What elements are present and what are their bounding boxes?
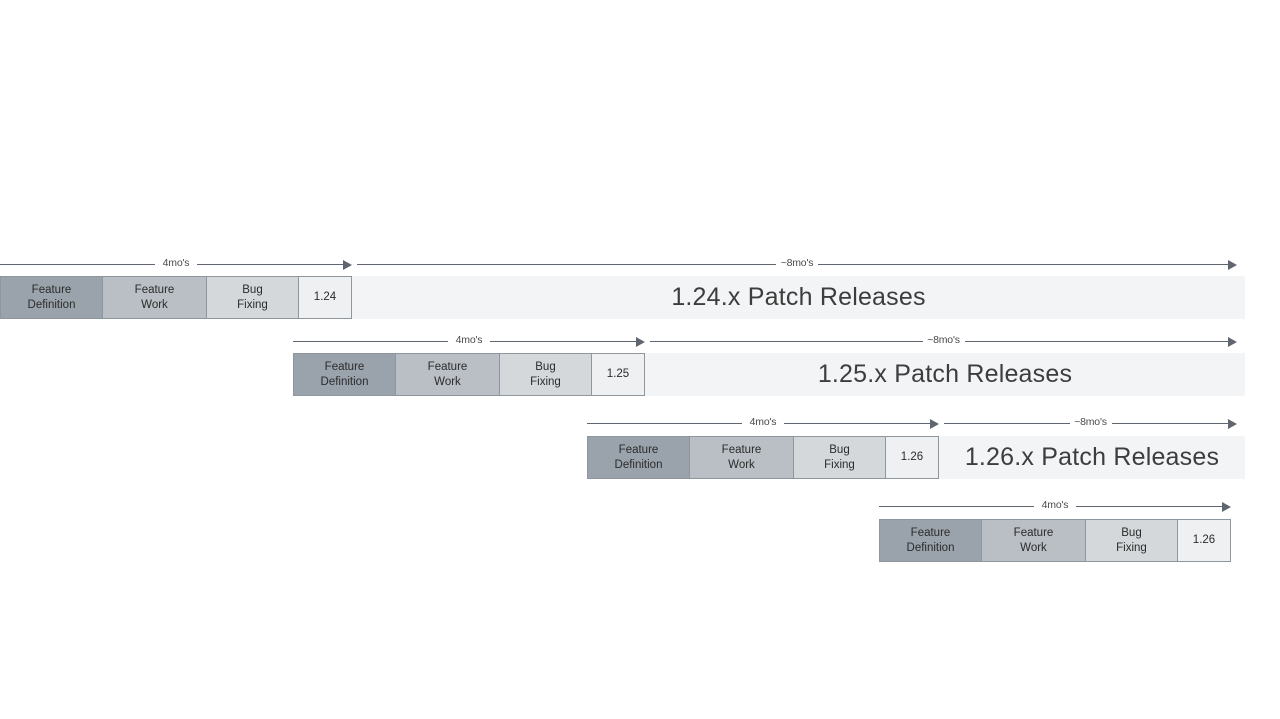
patch-duration-arrow-1.26-label: ~8mo's <box>1074 416 1107 428</box>
dev-duration-arrow-1.26-line-left <box>879 506 1034 507</box>
patch-duration-arrow-1.25-line-right <box>964 341 1228 342</box>
phase-feature-definition[interactable]: Feature Definition <box>879 519 982 562</box>
phase-version-1.25[interactable]: 1.25 <box>592 353 645 396</box>
phase-bug-fixing[interactable]: Bug Fixing <box>500 353 592 396</box>
phase-bug-fixing[interactable]: Bug Fixing <box>794 436 886 479</box>
patch-duration-arrow-1.24-label: ~8mo's <box>780 257 814 269</box>
dev-duration-arrow-1.24-label: 4mo's <box>162 257 190 269</box>
phase-feature-definition[interactable]: Feature Definition <box>0 276 103 319</box>
phase-version-1.24[interactable]: 1.24 <box>299 276 352 319</box>
phase-version-1.26[interactable]: 1.26 <box>886 436 939 479</box>
patch-duration-arrow-1.26: ~8mo's <box>944 414 1237 434</box>
phase-feature-definition[interactable]: Feature Definition <box>587 436 690 479</box>
phase-version-1.26[interactable]: 1.26 <box>1178 519 1231 562</box>
dev-duration-arrow-1.25: 4mo's <box>293 332 645 352</box>
dev-duration-arrow-1.24: 4mo's <box>0 255 352 275</box>
phase-feature-work[interactable]: Feature Work <box>396 353 500 396</box>
dev-duration-arrow-1.26-line-right <box>1076 506 1222 507</box>
patch-duration-arrow-1.26-head-icon <box>1228 418 1237 429</box>
patch-duration-arrow-1.25: ~8mo's <box>650 332 1237 352</box>
dev-duration-arrow-1.24-line-left <box>0 264 155 265</box>
phase-feature-work[interactable]: Feature Work <box>690 436 794 479</box>
patch-duration-arrow-1.26-line-right <box>1111 423 1228 424</box>
patch-release-bar-1.25: 1.25.x Patch Releases <box>645 353 1245 396</box>
patch-duration-arrow-1.24: ~8mo's <box>357 255 1237 275</box>
dev-duration-arrow-1.26-label: 4mo's <box>1041 499 1069 511</box>
patch-release-bar-1.24: 1.24.x Patch Releases <box>352 276 1245 319</box>
dev-duration-arrow-1.24-head-icon <box>343 259 352 270</box>
patch-duration-arrow-1.24-line-left <box>357 264 776 265</box>
patch-duration-arrow-1.26-line-left <box>944 423 1070 424</box>
phase-feature-definition[interactable]: Feature Definition <box>293 353 396 396</box>
dev-duration-arrow-1.26-label: 4mo's <box>749 416 777 428</box>
patch-duration-arrow-1.25-label: ~8mo's <box>927 334 960 346</box>
patch-release-label-1.24: 1.24.x Patch Releases <box>671 283 926 311</box>
dev-duration-arrow-1.26-head-icon <box>930 418 939 429</box>
dev-duration-arrow-1.25-line-left <box>293 341 448 342</box>
dev-duration-arrow-1.26: 4mo's <box>879 497 1231 517</box>
dev-duration-arrow-1.25-line-right <box>490 341 636 342</box>
dev-duration-arrow-1.25-label: 4mo's <box>455 334 483 346</box>
patch-duration-arrow-1.25-line-left <box>650 341 923 342</box>
phase-feature-work[interactable]: Feature Work <box>982 519 1086 562</box>
dev-duration-arrow-1.24-line-right <box>197 264 343 265</box>
dev-duration-arrow-1.25-head-icon <box>636 336 645 347</box>
dev-duration-arrow-1.26: 4mo's <box>587 414 939 434</box>
patch-duration-arrow-1.24-head-icon <box>1228 259 1237 270</box>
phase-bug-fixing[interactable]: Bug Fixing <box>207 276 299 319</box>
patch-release-label-1.26: 1.26.x Patch Releases <box>964 443 1220 471</box>
dev-duration-arrow-1.26-head-icon <box>1222 501 1231 512</box>
dev-duration-arrow-1.26-line-right <box>784 423 930 424</box>
patch-duration-arrow-1.25-head-icon <box>1228 336 1237 347</box>
patch-release-bar-1.26: 1.26.x Patch Releases <box>939 436 1245 479</box>
patch-release-label-1.25: 1.25.x Patch Releases <box>817 360 1073 388</box>
patch-duration-arrow-1.24-line-right <box>818 264 1228 265</box>
phase-feature-work[interactable]: Feature Work <box>103 276 207 319</box>
dev-duration-arrow-1.26-line-left <box>587 423 742 424</box>
phase-bug-fixing[interactable]: Bug Fixing <box>1086 519 1178 562</box>
